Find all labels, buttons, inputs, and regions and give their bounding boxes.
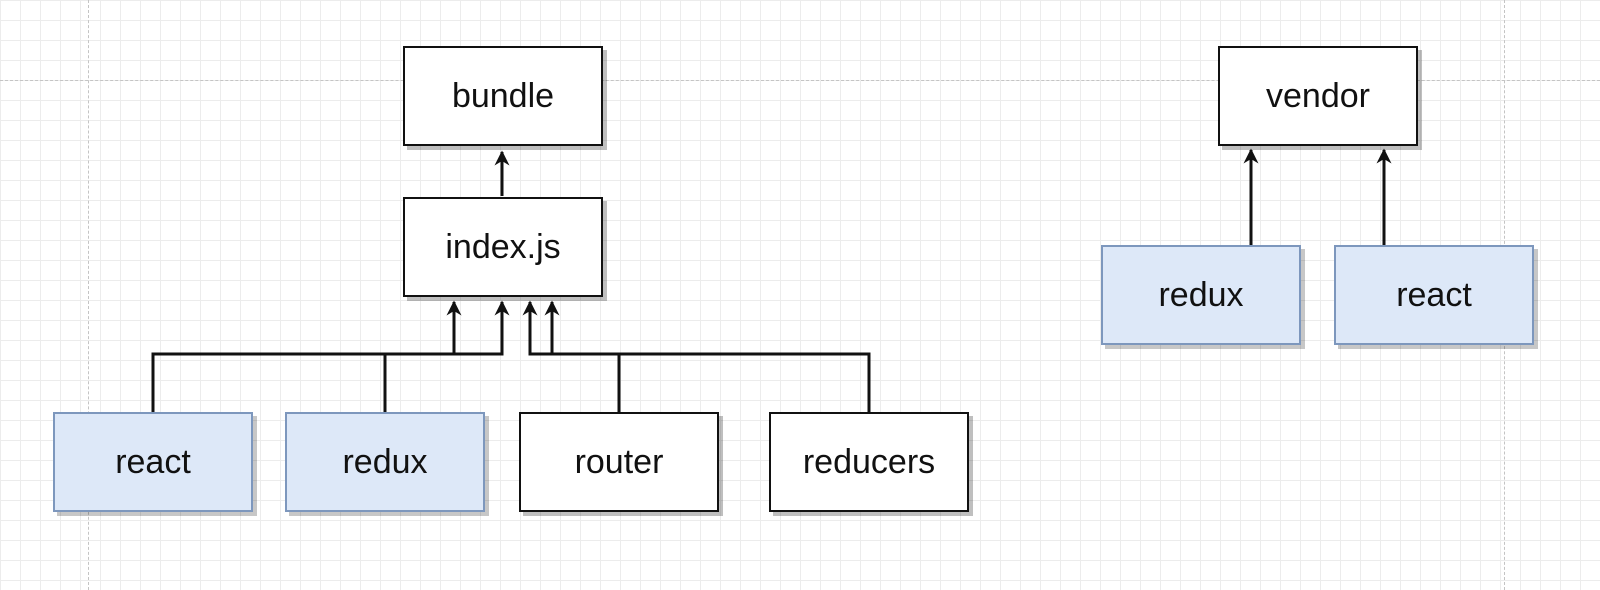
node-index-js-label: index.js (445, 227, 561, 266)
node-react-left[interactable]: react (53, 412, 253, 512)
edge-react-to-index[interactable] (151, 300, 462, 412)
node-react-right-label: react (1396, 275, 1472, 314)
node-react-right[interactable]: react (1334, 245, 1534, 345)
node-vendor-label: vendor (1266, 76, 1370, 115)
node-reducers-label: reducers (802, 442, 936, 481)
edge-router-to-index[interactable] (522, 300, 621, 412)
node-router[interactable]: router (519, 412, 719, 512)
page-break-horizontal (0, 80, 1600, 81)
node-redux-left[interactable]: redux (285, 412, 485, 512)
node-bundle[interactable]: bundle (403, 46, 603, 146)
node-index-js[interactable]: index.js (403, 197, 603, 297)
node-react-left-label: react (115, 442, 191, 481)
node-vendor[interactable]: vendor (1218, 46, 1418, 146)
node-redux-right-label: redux (1158, 275, 1244, 314)
page-break-vertical-left (88, 0, 89, 590)
node-router-label: router (574, 442, 664, 481)
node-reducers[interactable]: reducers (769, 412, 969, 512)
node-redux-right[interactable]: redux (1101, 245, 1301, 345)
edge-reducers-to-index[interactable] (544, 300, 871, 412)
edge-redux-to-index[interactable] (383, 300, 510, 412)
node-redux-left-label: redux (342, 442, 428, 481)
node-bundle-label: bundle (451, 76, 555, 115)
